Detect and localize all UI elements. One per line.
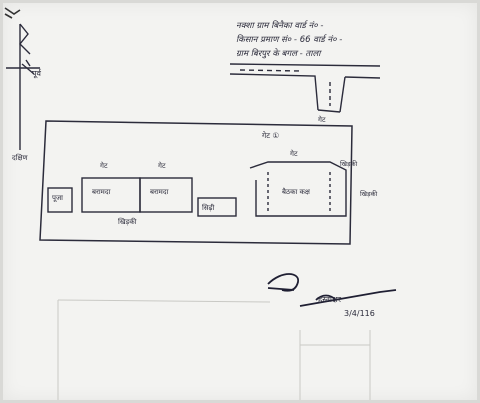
big-building — [249, 161, 347, 217]
paper-texture — [57, 299, 371, 400]
side-right-label-1: खिड़की — [340, 160, 357, 168]
room-left — [47, 187, 73, 213]
big-room-label: बैठका कक्ष — [282, 187, 311, 196]
room-right-label: सिढ़ी — [202, 203, 214, 212]
header-note-1: नक्शा ग्राम बिनैका वार्ड नं० - — [236, 20, 323, 31]
compass-label-east: पूर्व — [32, 68, 42, 79]
gate-top-label: गेट — [290, 149, 298, 158]
road-gate-label: गेट — [318, 115, 326, 124]
room-2-label: बरामदा — [150, 188, 169, 196]
compass-icon — [6, 23, 40, 150]
signature-drawing — [267, 273, 397, 307]
corner-clip-icon — [4, 7, 21, 19]
compass-label-south: दक्षिण — [12, 153, 29, 162]
road — [229, 63, 381, 113]
room-left-label: पूजा — [52, 194, 63, 202]
side-right-label-2: खिड़की — [360, 190, 377, 198]
door-2-label: गेट — [158, 161, 166, 170]
header-note-3: ग्राम बिरपुर के बगल - ताला — [236, 48, 322, 59]
signature-name: हस्ताक्षर — [318, 295, 342, 304]
rooms-middle — [81, 177, 193, 213]
plot-boundary — [39, 120, 353, 245]
signature-date: 3/4/116 — [344, 309, 375, 318]
gate-circle-label: गेट ① — [262, 131, 279, 140]
door-1-label: गेट — [100, 161, 108, 170]
room-1-label: बरामदा — [92, 188, 111, 196]
bottom-center-label: खिड़की — [118, 217, 137, 226]
header-note-2: किसान प्रमाण सं० - 66 वार्ड नं० - — [236, 34, 342, 45]
room-right — [197, 197, 237, 217]
